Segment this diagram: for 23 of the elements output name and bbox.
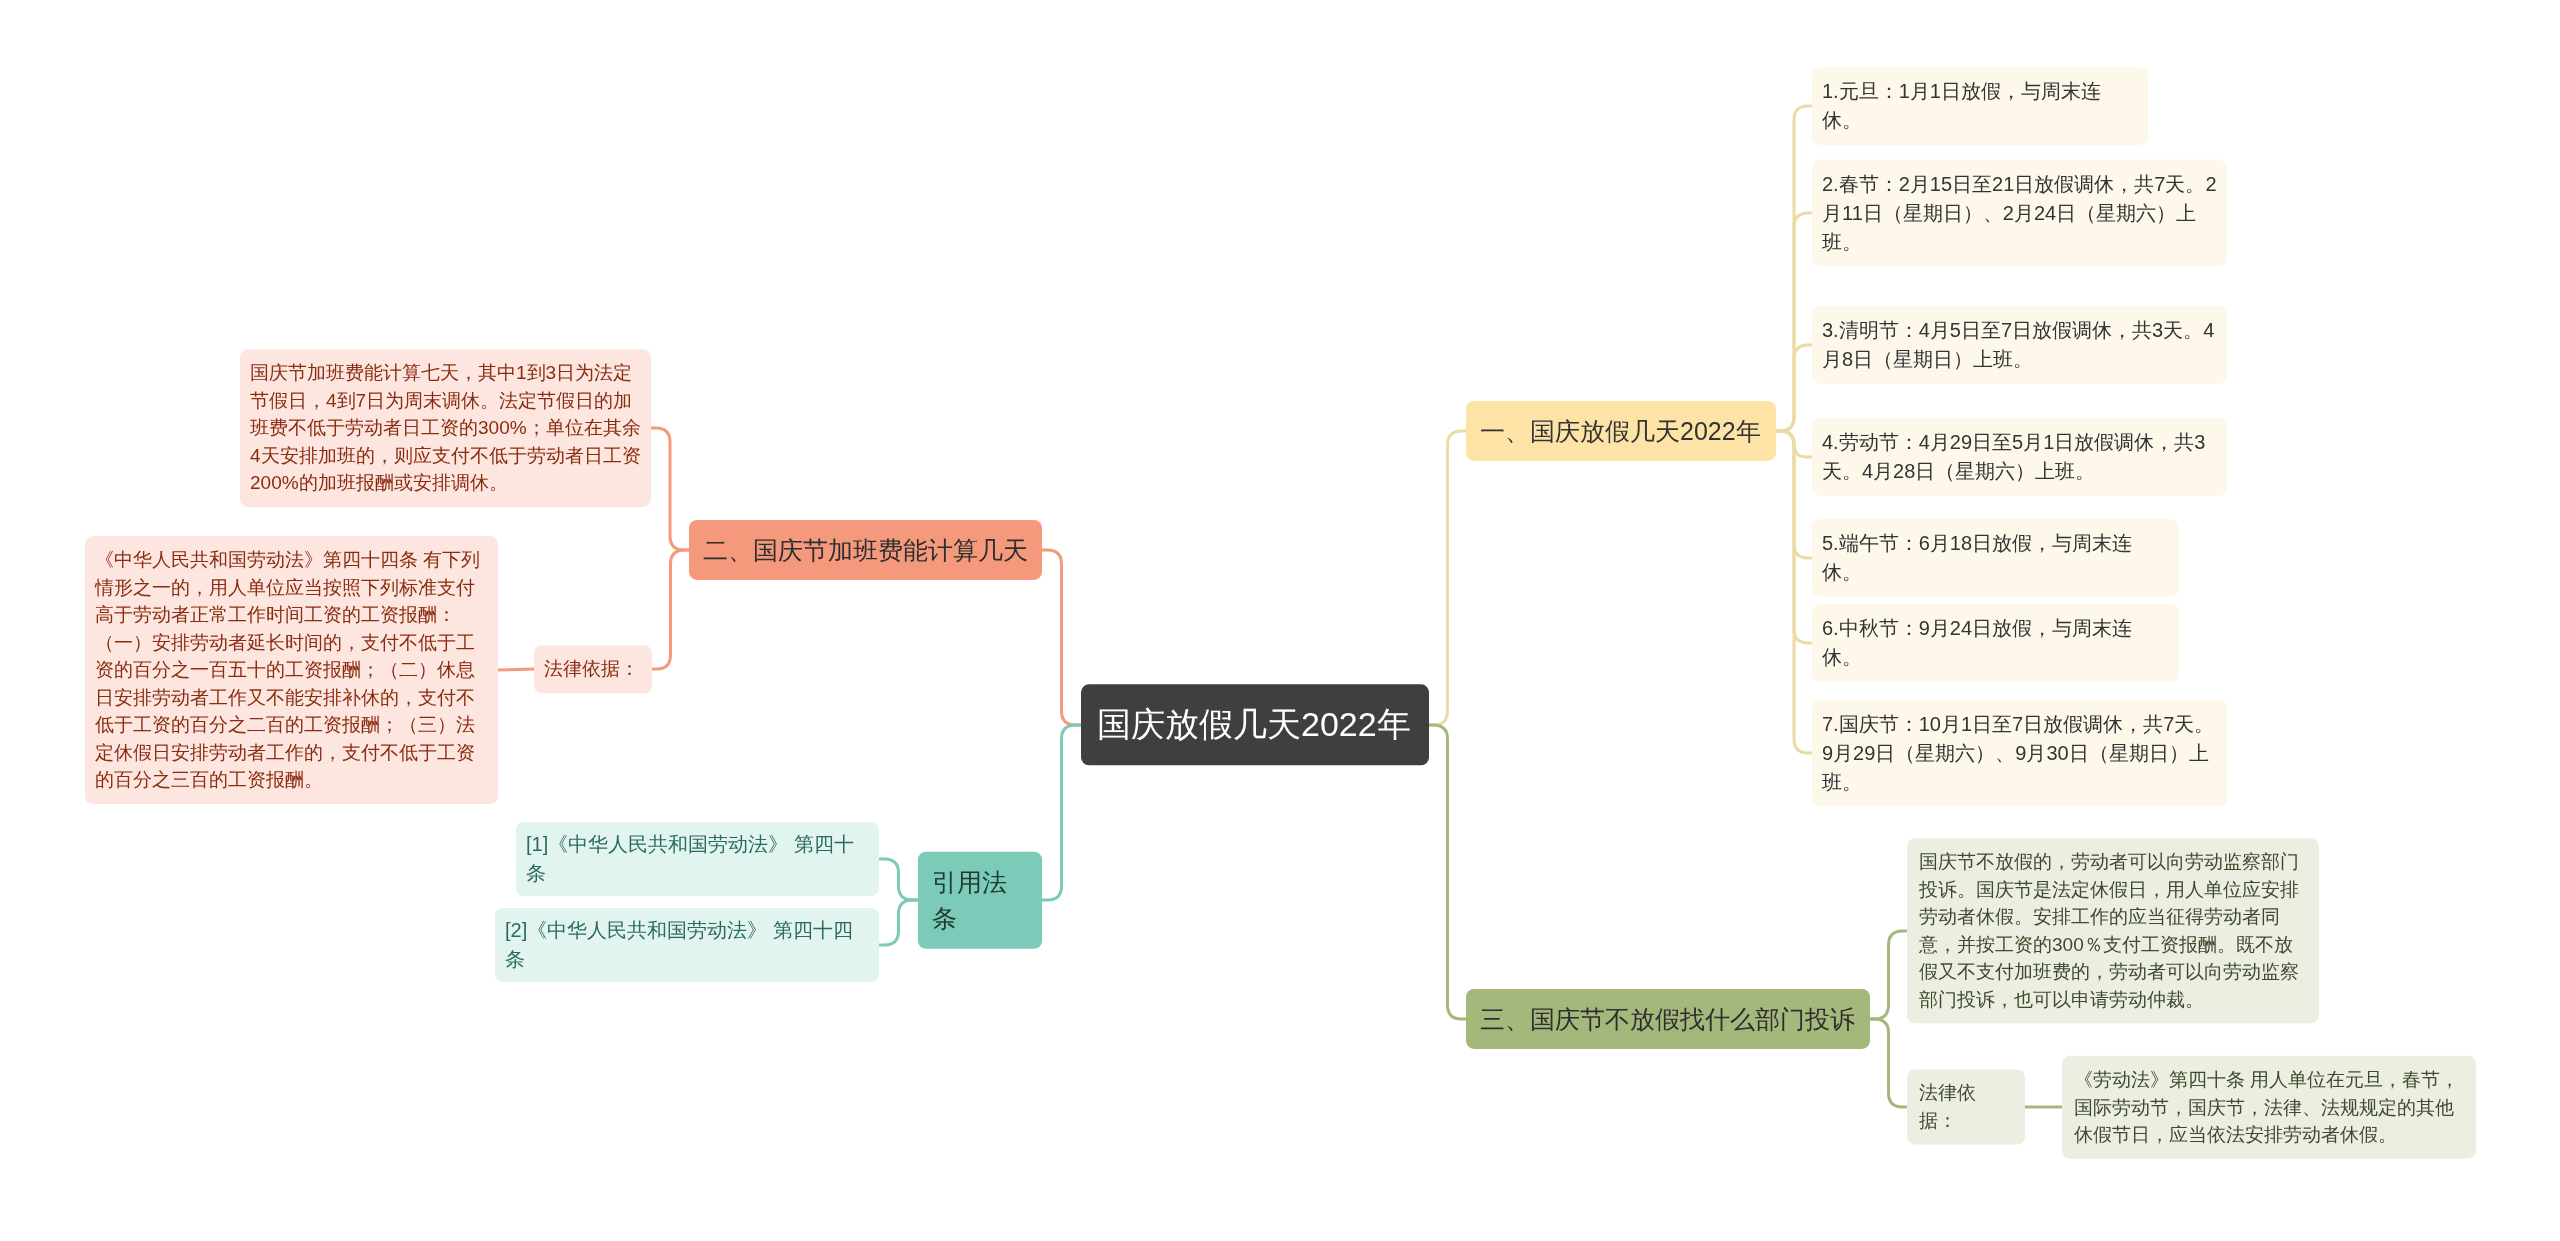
connector-line [879,898,918,947]
topic-box: 3.清明节：4月5日至7日放假调休，共3天。4月8日（星期日）上班。 [1812,306,2227,384]
topic-box: 《劳动法》第四十条 用人单位在元旦，春节，国际劳动节，国庆节，法律、法规规定的其他休假节日，应当依法安排劳动者休假。 [2062,1055,2476,1159]
connector-line [2025,1105,2062,1109]
topic-box: 5.端午节：6月18日放假，与周末连休。 [1812,519,2179,597]
branch-topic: 三、国庆节不放假找什么部门投诉 [1466,988,1870,1050]
branch-topic: 二、国庆节加班费能计算几天 [689,519,1042,581]
topic-box: 国庆节加班费能计算七天，其中1到3日为法定节假日，4到7日为周末调休。法定节假日的加班费不低于劳动者日工资的300%；单位在其余4天安排加班的，则应支付不低于劳动者日工资200%的加班报酬或安排调休。 [240,349,651,507]
connector-line [497,667,535,672]
topic-box: 7.国庆节：10月1日至7日放假调休，共7天。9月29日（星期六）、9月30日（星期日）上班。 [1812,699,2227,807]
topic-box: 4.劳动节：4月29日至5月1日放假调休，共3天。4月28日（星期六）上班。 [1812,418,2227,496]
branch-topic: 引用法条 [918,851,1042,949]
topic-box: 2.春节：2月15日至21日放假调休，共7天。2月11日（星期日）、2月24日（星期六）上班。 [1812,159,2227,267]
topic-box: 《中华人民共和国劳动法》第四十四条 有下列情形之一的，用人单位应当按照下列标准支付高于劳动者正常工作时间工资的工资报酬：（一）安排劳动者延长时间的，支付不低于工资的百分之一百五十的工资报酬；（二）休息日安排劳动者工作又不能安排补休的，支付不低于工资的百分之二百的工资报酬；（三）法定休假日安排劳动者工作的，支付不低于工资的百分之三百的工资报酬。 [85,536,498,804]
topic-box: [1]《中华人民共和国劳动法》 第四十条 [516,822,879,896]
topic-box: 6.中秋节：9月24日放假，与周末连休。 [1812,604,2179,682]
topic-box: 1.元旦：1月1日放假，与周末连休。 [1812,67,2148,145]
central-topic: 国庆放假几天2022年 [1081,684,1429,766]
branch-topic: 一、国庆放假几天2022年 [1466,400,1776,462]
topic-box: 法律依据： [534,645,652,693]
topic-box: 国庆节不放假的，劳动者可以向劳动监察部门投诉。国庆节是法定休假日，用人单位应安排劳动者休假。安排工作的应当征得劳动者同意，并按工资的300％支付工资报酬。既不放假又不支付加班费的，劳动者可以向劳动监察部门投诉，也可以申请劳动仲裁。 [1907,838,2319,1024]
topic-box: [2]《中华人民共和国劳动法》 第四十四条 [495,908,879,982]
topic-box: 法律依据： [1907,1069,2025,1145]
